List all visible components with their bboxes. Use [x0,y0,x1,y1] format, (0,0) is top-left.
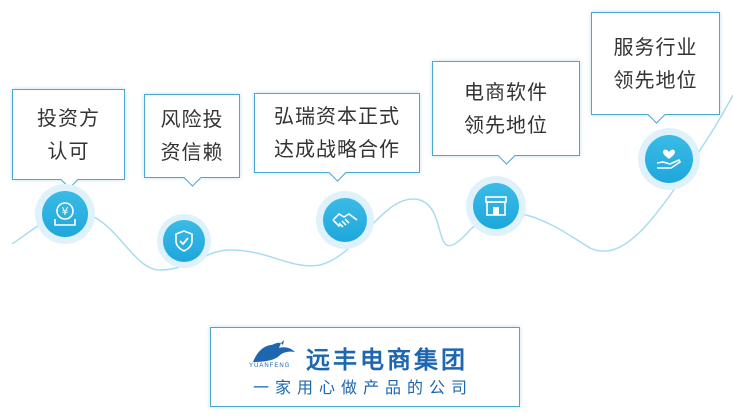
shield-check-icon [175,230,193,252]
milestone-title-line1: 电商软件 [464,79,548,104]
milestone-title-line2: 领先地位 [613,67,698,92]
milestone-callout-investor: 投资方 认可 [12,89,125,180]
milestone-callout-hongrui: 弘瑞资本正式 达成战略合作 [254,93,420,173]
milestone-title-line1: 弘瑞资本正式 [274,104,400,128]
milestone-node-service [638,128,700,190]
brand-name: 远丰电商集团 [306,346,468,374]
milestone-node-investor: ¥ [35,184,95,244]
milestone-callout-venture: 风险投 资信赖 [144,94,240,178]
milestone-title-line2: 资信赖 [160,140,224,164]
milestone-callout-software: 电商软件 领先地位 [432,61,580,156]
milestone-callout-service: 服务行业 领先地位 [591,12,720,115]
milestone-node-software [466,176,526,236]
logo-mark-text: YUANFENG [249,363,291,369]
horse-logo-icon [253,340,295,362]
milestone-title-line2: 达成战略合作 [274,137,400,161]
storefront-icon [485,196,507,216]
handshake-icon [332,212,358,228]
milestone-node-hongrui [316,191,374,249]
company-logo-box: YUANFENG 远丰电商集团 一家用心做产品的公司 [210,327,520,407]
milestone-node-venture [157,214,211,268]
yen-tray-icon: ¥ [54,202,76,226]
milestone-title-line1: 投资方 [37,105,100,130]
brand-slogan: 一家用心做产品的公司 [253,378,474,397]
milestone-title-line1: 服务行业 [613,34,698,59]
milestone-title-line1: 风险投 [160,107,224,131]
svg-text:¥: ¥ [62,205,69,218]
heart-hand-icon [656,149,682,169]
milestone-title-line2: 领先地位 [464,112,548,137]
milestone-title-line2: 认可 [47,138,90,163]
